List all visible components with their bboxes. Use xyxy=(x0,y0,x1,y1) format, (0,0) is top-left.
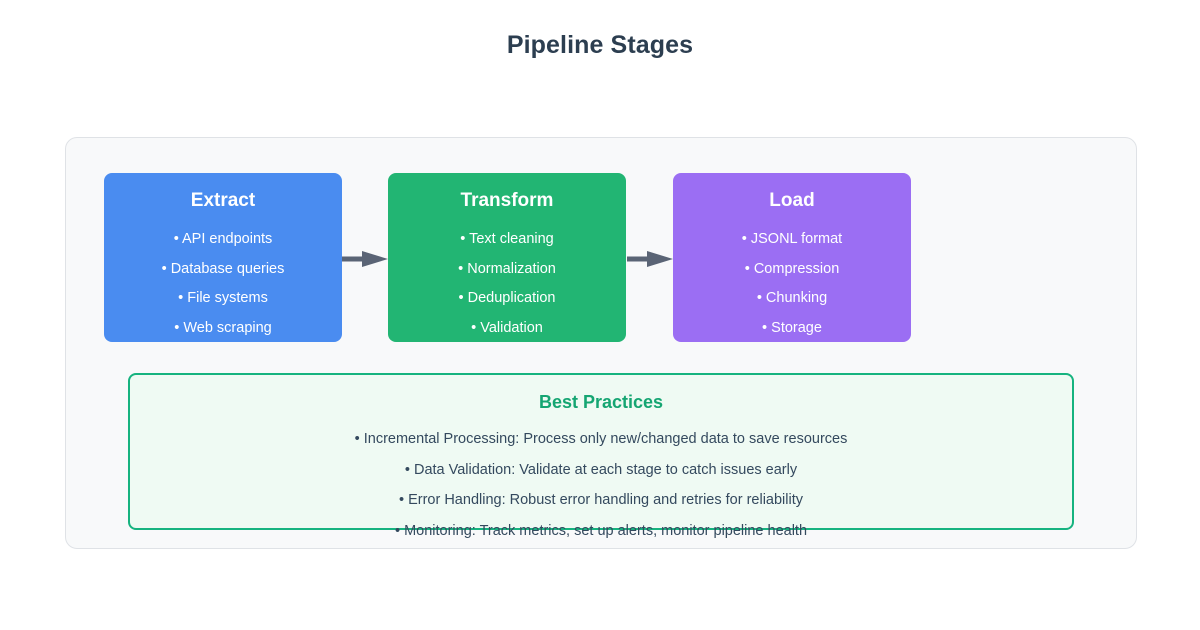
stage-item: • Deduplication xyxy=(458,290,556,306)
stage-item: • Web scraping xyxy=(174,319,272,336)
stage-item: • API endpoints xyxy=(173,231,273,247)
best-practice-item: • Data Validation: Validate at each stag… xyxy=(404,461,798,478)
stage-card-load[interactable]: Load • JSONL format • Compression • Chun… xyxy=(673,173,911,342)
stage-card-transform[interactable]: Transform • Text cleaning • Normalizatio… xyxy=(388,173,626,342)
stage-item: • Validation xyxy=(471,319,543,336)
stage-title-extract: Extract xyxy=(190,190,256,211)
stage-title-transform: Transform xyxy=(460,190,554,211)
stage-card-extract[interactable]: Extract • API endpoints • Database queri… xyxy=(104,173,342,342)
stage-item: • Compression xyxy=(744,260,840,277)
best-practices-panel: Best Practices • Incremental Processing:… xyxy=(128,373,1074,539)
arrow-transform-to-load-icon xyxy=(627,249,673,269)
pipeline-stage-row: Extract • API endpoints • Database queri… xyxy=(66,173,1138,343)
stage-item: • File systems xyxy=(178,290,268,306)
stage-item: • JSONL format xyxy=(741,231,843,247)
stage-item: • Chunking xyxy=(756,290,828,306)
stage-item: • Database queries xyxy=(161,260,285,277)
best-practice-item: • Incremental Processing: Process only n… xyxy=(354,431,848,447)
stage-item: • Storage xyxy=(762,319,822,336)
best-practices-title: Best Practices xyxy=(538,392,664,412)
pipeline-diagram-container: Extract • API endpoints • Database queri… xyxy=(65,137,1137,549)
best-practice-item: • Monitoring: Track metrics, set up aler… xyxy=(394,522,808,539)
stage-title-load: Load xyxy=(769,190,815,211)
stage-item: • Normalization xyxy=(458,260,556,277)
best-practice-item: • Error Handling: Robust error handling … xyxy=(398,492,803,508)
arrow-extract-to-transform-icon xyxy=(342,249,388,269)
page-title: Pipeline Stages xyxy=(506,31,694,59)
stage-item: • Text cleaning xyxy=(460,231,554,247)
